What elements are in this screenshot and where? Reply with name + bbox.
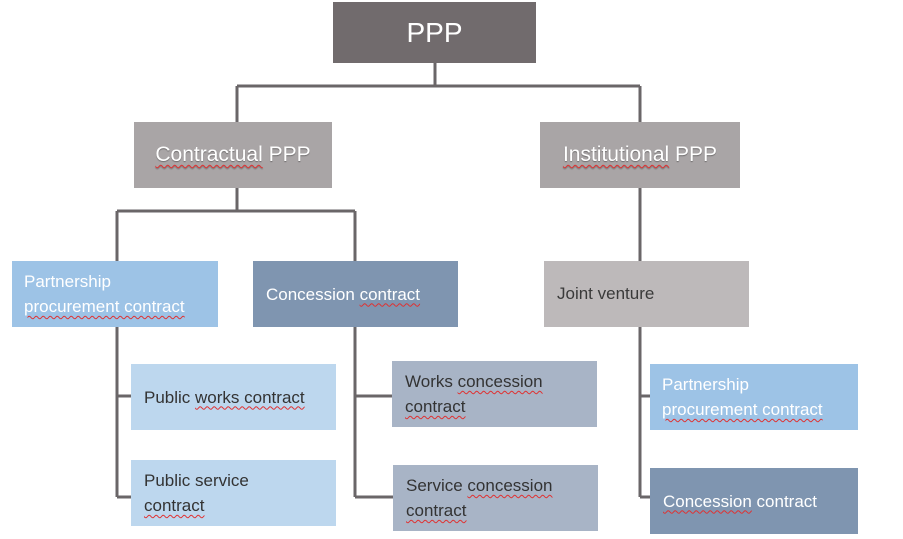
node-concession-contract: Concession contract (253, 261, 458, 327)
node-ppp-label: PPP (406, 16, 463, 48)
node-contractual-ppp: Contractual PPP (134, 122, 332, 188)
node-contractual-ppp-label: Contractual PPP (155, 143, 311, 166)
node-public-works-contract: Public works contract (131, 364, 336, 430)
node-partnership-procurement-right: Partnership procurement contract (650, 364, 858, 430)
node-service-concession-contract: Service concession contract (393, 465, 598, 531)
node-works-concession-contract: Works concession contract (392, 361, 597, 427)
node-institutional-ppp-label: Institutional PPP (562, 143, 718, 166)
node-concession-contract-right: Concession contract (650, 468, 858, 534)
node-public-service-contract: Public service contract (131, 460, 336, 526)
node-joint-venture: Joint venture (544, 261, 749, 327)
node-partnership-procurement-left: Partnership procurement contract (12, 261, 218, 327)
node-ppp: PPP (333, 2, 536, 63)
node-institutional-ppp: Institutional PPP (540, 122, 740, 188)
